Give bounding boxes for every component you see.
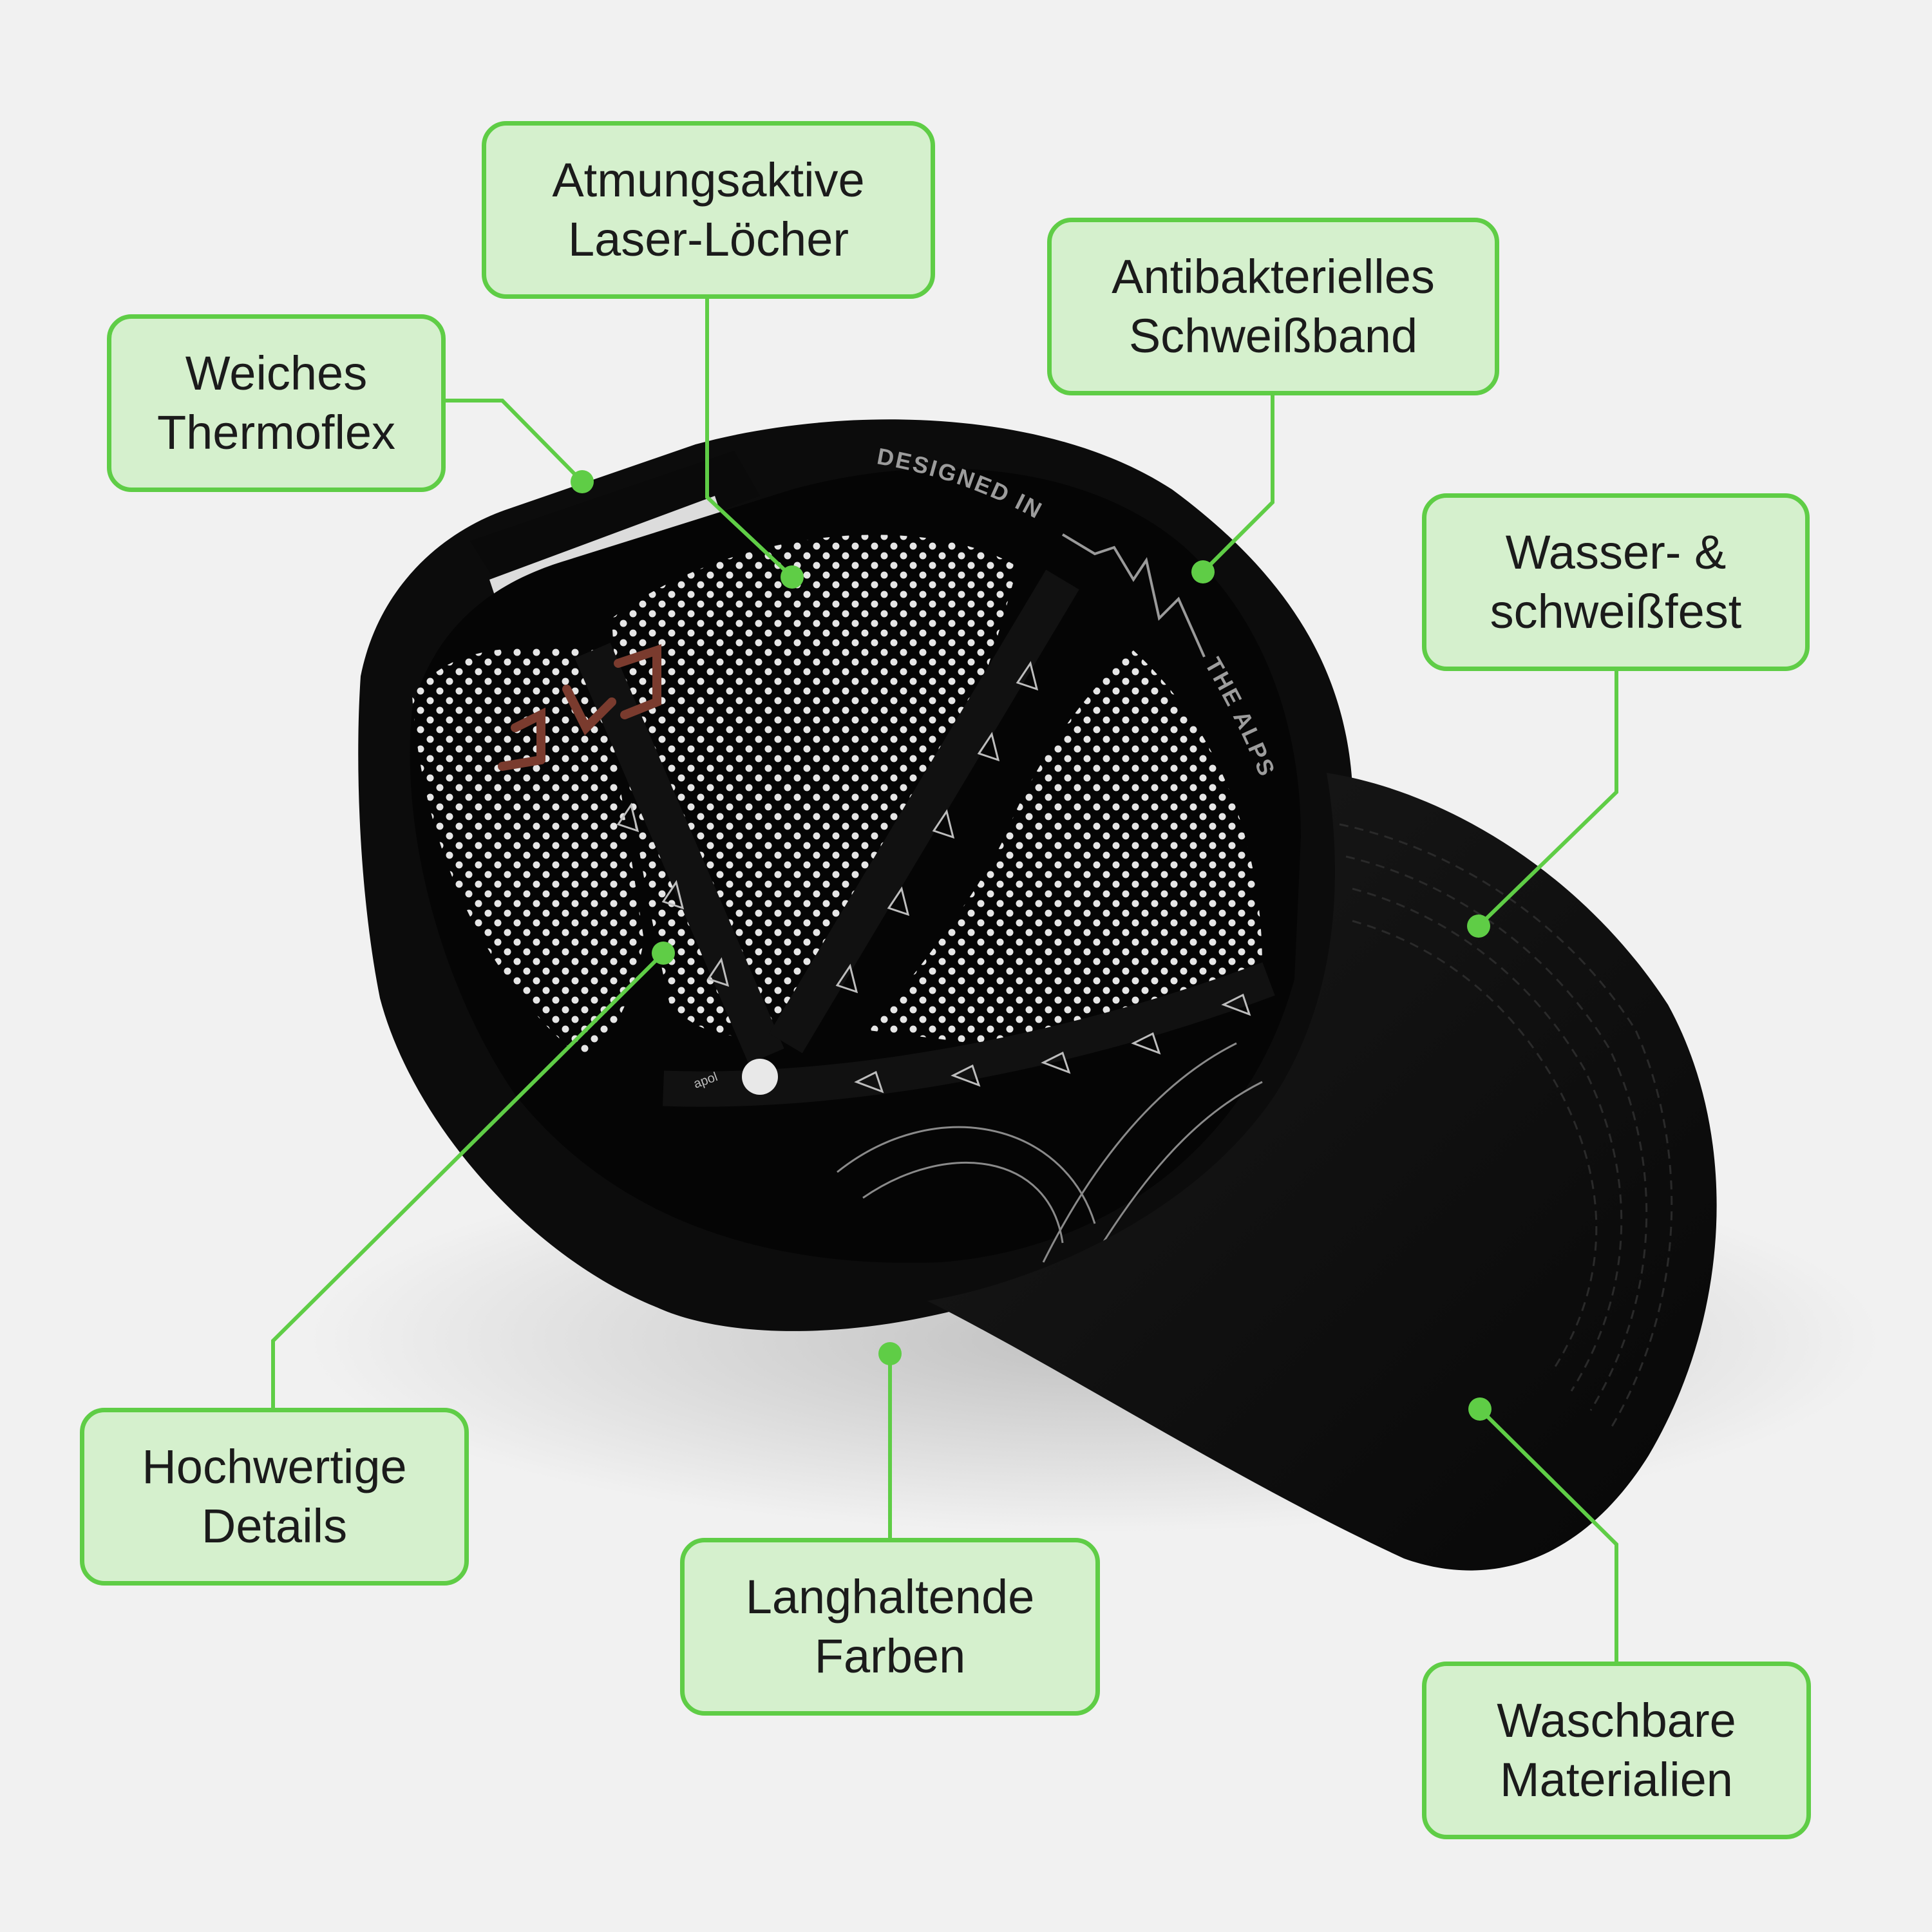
callout-sweatband: Antibakterielles Schweißband: [1047, 218, 1499, 395]
leader-line-thermoflex: [444, 399, 584, 484]
contour-lines-print: [837, 1042, 1263, 1263]
anchor-dot-laser-holes: [781, 565, 804, 589]
leader-line-details: [271, 951, 665, 1409]
callout-washable: Waschbare Materialien: [1422, 1662, 1811, 1839]
anchor-dot-colors: [878, 1342, 902, 1365]
callout-line: Thermoflex: [156, 406, 396, 459]
callout-waterproof: Wasser- & schweißfest: [1422, 493, 1810, 671]
mountain-line-print: [1061, 533, 1206, 658]
callout-line: Waschbare: [1497, 1694, 1736, 1747]
callout-line: Hochwertige: [142, 1440, 407, 1493]
callout-laser-holes: Atmungsaktive Laser-Löcher: [482, 121, 935, 299]
callout-line: Antibakterielles: [1112, 250, 1435, 303]
callout-soft-thermoflex: Weiches Thermoflex: [107, 314, 446, 492]
callout-line: Materialien: [1500, 1753, 1733, 1806]
perforated-panel-left: [412, 647, 644, 1056]
callout-colors: Langhaltende Farben: [680, 1538, 1100, 1716]
leader-line-waterproof: [1477, 671, 1618, 928]
anchor-dot-waterproof: [1467, 914, 1490, 938]
callout-line: Laser-Löcher: [567, 213, 849, 266]
anchor-dot-sweatband: [1191, 560, 1215, 583]
cap-brim: [927, 773, 1717, 1571]
back-strap: [470, 451, 760, 592]
callout-line: Langhaltende: [745, 1570, 1035, 1624]
callout-line: Schweißband: [1128, 309, 1418, 363]
callout-line: Farben: [814, 1629, 966, 1683]
anchor-dot-details: [652, 942, 675, 965]
seam-tape: [574, 643, 784, 1064]
callout-line: Wasser- &: [1505, 526, 1727, 579]
callout-line: Details: [201, 1499, 348, 1553]
anchor-dot-washable: [1468, 1397, 1492, 1421]
perforated-panel-right: [869, 650, 1262, 1056]
callout-line: schweißfest: [1490, 585, 1742, 638]
callout-details: Hochwertige Details: [80, 1408, 469, 1586]
callout-line: Weiches: [185, 346, 368, 400]
leader-line-laser-holes: [705, 298, 794, 579]
seam-tape: [662, 962, 1275, 1107]
seam-tape: [769, 569, 1079, 1054]
embroidered-patch: [498, 644, 661, 771]
callout-line: Atmungsaktive: [552, 153, 865, 207]
tape-arrow-logos: [616, 661, 1251, 1094]
anchor-dot-thermoflex: [571, 470, 594, 493]
brim-stitching: [1339, 823, 1673, 1430]
top-button: [742, 1059, 778, 1095]
leader-line-washable: [1478, 1407, 1618, 1663]
leader-line-sweatband: [1201, 394, 1274, 574]
